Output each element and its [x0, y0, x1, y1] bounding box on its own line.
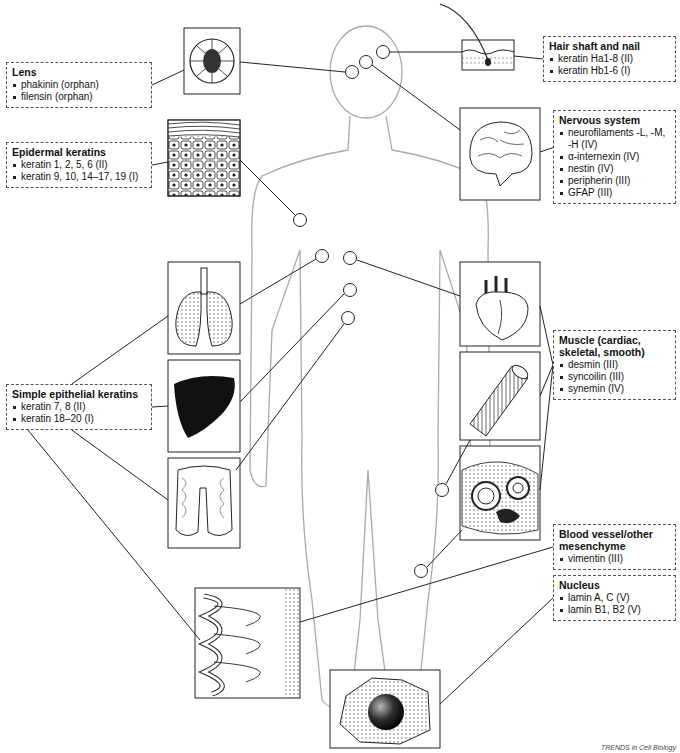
box-heading: Lens [12, 66, 146, 78]
leader-line [152, 406, 168, 407]
body-marker [294, 46, 449, 578]
leader-line [240, 259, 316, 304]
leader-line [240, 62, 345, 72]
bullet [13, 164, 16, 167]
protein-item: keratin 7, 8 (II) [12, 401, 146, 413]
hair-panel [440, 4, 514, 70]
protein-item: α-internexin (IV) [559, 151, 670, 163]
bullet [560, 364, 563, 367]
protein-item: desmin (III) [559, 359, 670, 371]
leader-line [357, 260, 460, 296]
box-heading: Nervous system [559, 114, 670, 126]
bullet [560, 558, 563, 561]
leader-line [300, 547, 553, 622]
protein-item: lamin A, C (V) [559, 592, 670, 604]
muscle-fiber-panel [460, 352, 540, 440]
lung-panel [168, 262, 240, 354]
protein-item: peripherin (III) [559, 175, 670, 187]
leader-line [152, 70, 184, 85]
leader-line [372, 65, 460, 130]
lens-panel [184, 28, 240, 94]
heart-panel [460, 262, 540, 346]
protein-item: keratin 9, 10, 14–17, 19 (I) [12, 171, 146, 183]
source-credit: TRENDS in Cell Biology [601, 744, 676, 751]
label-box: Muscle (cardiac, skeletal, smooth)desmin… [553, 330, 676, 400]
bullet [560, 376, 563, 379]
liver-panel [168, 360, 240, 452]
leader-line [540, 365, 553, 490]
bullet [13, 84, 16, 87]
body-outline [250, 26, 490, 710]
protein-item: keratin 1, 2, 5, 6 (II) [12, 159, 146, 171]
bullet [560, 180, 563, 183]
label-box: Nucleuslamin A, C (V)lamin B1, B2 (V) [553, 575, 676, 621]
leader-line [28, 430, 200, 640]
leader-line [440, 598, 553, 704]
protein-item: nestin (IV) [559, 163, 670, 175]
leader-line [446, 440, 470, 484]
bullet [560, 192, 563, 195]
bullet [550, 58, 553, 61]
leader-line [540, 148, 553, 152]
label-box: Hair shaft and nailkeratin Ha1-8 (II)ker… [543, 36, 676, 82]
protein-item: GFAP (III) [559, 187, 670, 199]
leader-line [540, 306, 553, 365]
leader-line [72, 316, 168, 384]
label-box: Blood vessel/other mesenchymevimentin (I… [553, 524, 676, 570]
bullet [13, 418, 16, 421]
leader-line [72, 430, 168, 500]
bullet [550, 70, 553, 73]
protein-item: neurofilaments -L, -M, -H (IV) [559, 127, 670, 151]
leader-line [514, 56, 543, 59]
protein-item: keratin 18–20 (I) [12, 413, 146, 425]
bullet [560, 156, 563, 159]
capillary-panel [195, 588, 300, 698]
protein-item: keratin Ha1-8 (II) [549, 53, 670, 65]
label-box: Simple epithelial keratinskeratin 7, 8 (… [6, 384, 152, 430]
brain-panel [460, 108, 540, 200]
box-heading: Blood vessel/other mesenchyme [559, 528, 670, 552]
intestine-panel [168, 458, 240, 548]
bullet [560, 597, 563, 600]
cell-panel [330, 670, 440, 748]
box-heading: Simple epithelial keratins [12, 388, 146, 400]
leader-line [236, 324, 344, 470]
label-box: Lensphakinin (orphan)filensin (orphan) [6, 62, 152, 108]
protein-item: lamin B1, B2 (V) [559, 604, 670, 616]
protein-item: synemin (IV) [559, 383, 670, 395]
protein-item: vimentin (III) [559, 553, 670, 565]
label-box: Epidermal keratinskeratin 1, 2, 5, 6 (II… [6, 142, 152, 188]
box-heading: Epidermal keratins [12, 146, 146, 158]
bullet [13, 406, 16, 409]
leader-line [390, 52, 462, 53]
protein-item: phakinin (orphan) [12, 79, 146, 91]
bullet [560, 168, 563, 171]
label-box: Nervous systemneurofilaments -L, -M, -H … [553, 110, 676, 204]
bullet [560, 609, 563, 612]
leader-line [427, 530, 462, 567]
leader-line [240, 160, 295, 215]
bullet [13, 176, 16, 179]
box-heading: Nucleus [559, 579, 670, 591]
bullet [560, 388, 563, 391]
bullet [13, 96, 16, 99]
leader-line [152, 162, 168, 165]
protein-item: syncoilin (III) [559, 371, 670, 383]
protein-item: filensin (orphan) [12, 91, 146, 103]
box-heading: Hair shaft and nail [549, 40, 670, 52]
protein-item: keratin Hb1-6 (I) [549, 65, 670, 77]
bullet [560, 132, 563, 135]
box-heading: Muscle (cardiac, skeletal, smooth) [559, 334, 670, 358]
leader-line [240, 294, 344, 402]
blood-vessel-panel [460, 446, 540, 540]
epidermis-panel [168, 120, 240, 196]
